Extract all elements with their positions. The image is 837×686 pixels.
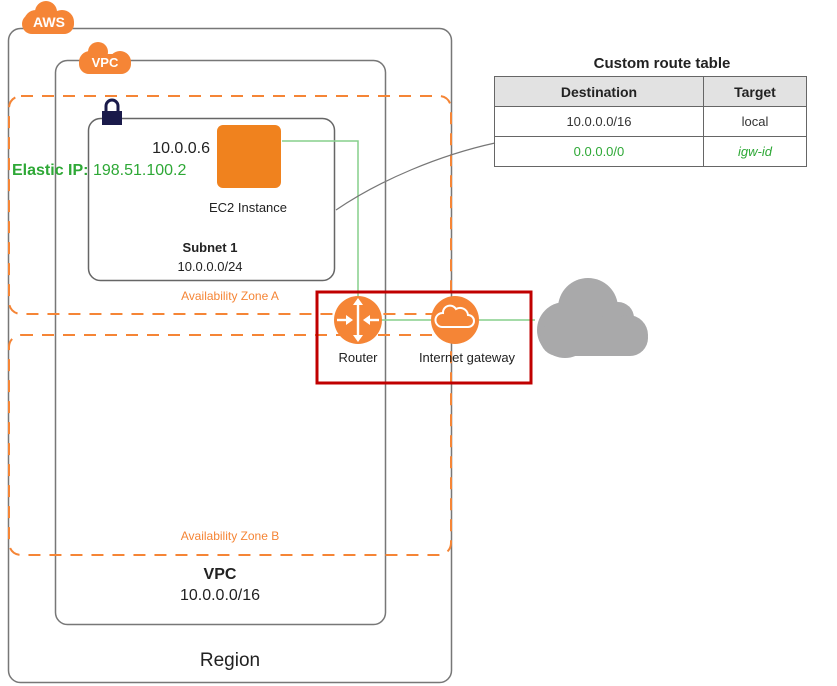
internet-gateway-icon <box>431 296 479 344</box>
internet-cloud-icon <box>537 278 648 358</box>
route-destination: 10.0.0.0/16 <box>494 106 704 137</box>
route-table-header-destination: Destination <box>494 76 704 107</box>
subnet-cidr: 10.0.0.0/24 <box>177 259 243 274</box>
lock-icon <box>102 98 122 125</box>
availability-zone-a-box <box>8 95 452 315</box>
route-table-title: Custom route table <box>593 55 731 72</box>
vpc-cidr: 10.0.0.0/16 <box>179 587 261 604</box>
vpc-badge-label: VPC <box>91 55 119 70</box>
elastic-ip-label: Elastic IP: <box>12 162 89 179</box>
instance-private-ip: 10.0.0.6 <box>152 140 210 157</box>
route-table-connector <box>335 142 496 211</box>
highlight-box <box>315 290 533 385</box>
vpc-cloud-icon <box>79 42 131 74</box>
route-table: Destination Target 10.0.0.0/16 local 0.0… <box>494 76 808 167</box>
route-line-ec2-to-router <box>282 140 359 318</box>
subnet-title: Subnet 1 <box>182 240 238 255</box>
region-label: Region <box>199 650 261 671</box>
ec2-instance-label: EC2 Instance <box>208 200 288 215</box>
aws-badge-label: AWS <box>33 14 65 30</box>
route-table-header-target: Target <box>702 76 808 107</box>
route-table-header-row: Destination Target <box>494 76 808 107</box>
ec2-instance-icon <box>217 125 281 188</box>
availability-zone-b-label: Availability Zone B <box>180 529 280 543</box>
route-destination: 0.0.0.0/0 <box>494 136 704 167</box>
route-table-row: 0.0.0.0/0 igw-id <box>494 136 808 167</box>
router-label: Router <box>338 350 378 365</box>
elastic-ip-value: 198.51.100.2 <box>92 162 187 179</box>
availability-zone-a-label: Availability Zone A <box>181 289 279 303</box>
availability-zone-b-box <box>8 334 452 556</box>
route-table-row: 10.0.0.0/16 local <box>494 106 808 137</box>
route-target: igw-id <box>702 136 808 167</box>
vpc-box <box>54 59 387 626</box>
vpc-title: VPC <box>203 566 237 583</box>
internet-gateway-label: Internet gateway <box>418 350 516 365</box>
elastic-ip-row: Elastic IP: 198.51.100.2 <box>12 162 186 180</box>
route-target: local <box>702 106 808 137</box>
aws-cloud-icon <box>22 1 74 34</box>
router-icon <box>334 296 382 344</box>
